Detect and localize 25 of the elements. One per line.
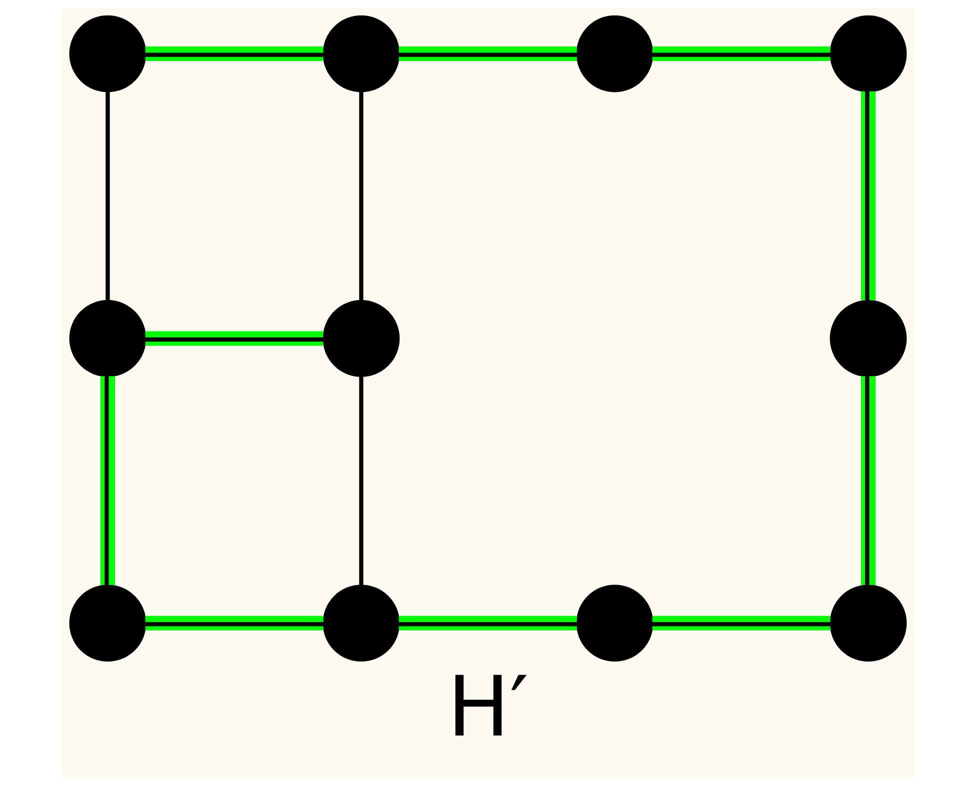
node-circle — [830, 584, 907, 662]
connector — [359, 376, 364, 585]
connector — [398, 616, 577, 630]
connector — [652, 46, 830, 62]
node-circle — [322, 300, 400, 377]
caption: H′ — [447, 658, 529, 756]
node-circle — [576, 584, 654, 662]
connector — [100, 376, 115, 585]
connector — [145, 331, 324, 346]
node-circle — [830, 300, 907, 377]
connector — [106, 91, 110, 300]
connector — [145, 46, 324, 62]
connector — [145, 616, 324, 630]
node-circle — [69, 584, 146, 662]
node-circle — [322, 584, 400, 662]
node-circle — [830, 15, 907, 92]
connector — [861, 91, 876, 300]
connector — [652, 616, 830, 630]
connector — [861, 376, 876, 585]
connector — [398, 46, 577, 62]
node-circle — [322, 15, 400, 92]
node-circle — [69, 300, 146, 377]
node-circle — [576, 15, 654, 92]
connector — [359, 91, 364, 300]
node-circle — [69, 15, 146, 92]
